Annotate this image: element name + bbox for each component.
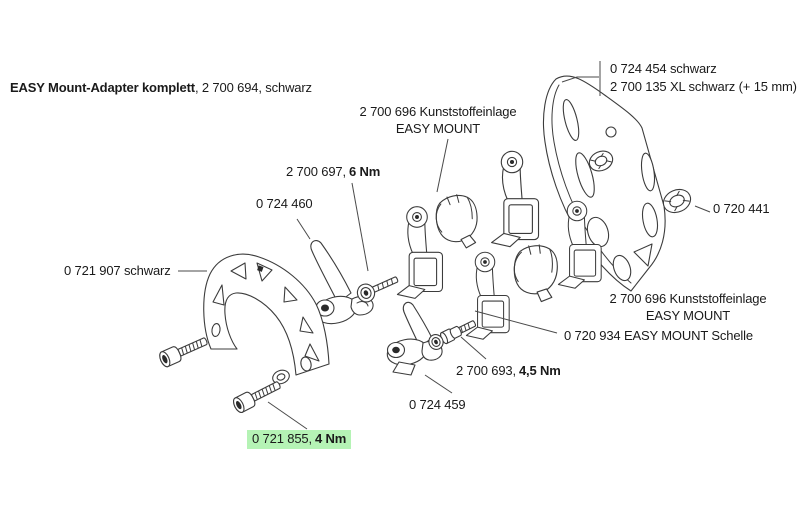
label-insert-top-line2: EASY MOUNT — [395, 121, 481, 136]
label-insert-top: 2 700 696 Kunststoffeinlage EASY MOUNT — [356, 103, 520, 137]
part-number: 2 700 697, — [286, 164, 346, 179]
bolt-0721855 — [230, 376, 284, 415]
part-number: 0 720 934 EASY MOUNT Schelle — [564, 328, 753, 343]
part-number: 2 700 693, — [456, 363, 516, 378]
label-0721907: 0 721 907 schwarz — [64, 263, 171, 279]
label-plate-line2: 2 700 135 XL schwarz (+ 15 mm) — [610, 79, 797, 94]
leader-plate — [561, 76, 599, 83]
leader-0724460 — [296, 218, 311, 240]
label-0721855-highlighted: 0 721 855,4 Nm — [247, 430, 352, 449]
label-2700693: 2 700 693,4,5 Nm — [456, 363, 561, 379]
part-number: 0 720 441 — [713, 201, 770, 216]
washer — [272, 369, 290, 385]
label-plate: 0 724 454 schwarz 2 700 135 XL schwarz (… — [610, 60, 797, 96]
leader-0720934 — [474, 310, 558, 334]
part-number: 0 724 459 — [409, 397, 466, 412]
torque-value: 6 Nm — [348, 164, 381, 179]
label-0720441: 0 720 441 — [713, 201, 770, 217]
plastic-insert-b — [513, 244, 558, 303]
label-0724459: 0 724 459 — [409, 397, 466, 413]
diagram-title: EASY Mount-Adapter komplett, 2 700 694, … — [10, 80, 312, 96]
label-0724460: 0 724 460 — [256, 196, 313, 212]
label-insert-right-line1: 2 700 696 Kunststoffeinlage — [609, 291, 767, 306]
label-0720934: 0 720 934 EASY MOUNT Schelle — [564, 328, 753, 344]
part-number: 0 721 855, — [252, 431, 312, 446]
label-insert-right: 2 700 696 Kunststoffeinlage EASY MOUNT — [608, 290, 768, 324]
label-insert-right-line2: EASY MOUNT — [645, 308, 731, 323]
easy-mount-clamp-a — [396, 206, 444, 299]
torque-value: 4 Nm — [314, 431, 347, 446]
plastic-insert-a — [432, 191, 482, 252]
leader-0724459 — [424, 374, 453, 394]
part-number: 0 721 907 schwarz — [64, 263, 171, 278]
leader-lines — [178, 61, 711, 430]
label-plate-line1: 0 724 454 schwarz — [610, 61, 717, 76]
label-insert-top-line1: 2 700 696 Kunststoffeinlage — [359, 104, 517, 119]
adapter-bracket-0721907 — [203, 253, 330, 376]
quick-release-lever-bottom — [386, 301, 443, 376]
label-2700697: 2 700 697,6 Nm — [286, 164, 380, 180]
ring-nut-small — [588, 150, 614, 172]
quick-release-lever-top — [310, 240, 374, 325]
torque-value: 4,5 Nm — [518, 363, 561, 378]
leader-2700697 — [351, 182, 369, 272]
title-part-number: , 2 700 694, schwarz — [194, 80, 312, 95]
ring-nut-0720441 — [662, 188, 692, 214]
bolt-long-left — [157, 332, 211, 369]
leader-2700693 — [460, 336, 487, 360]
leader-insert-top — [436, 138, 449, 193]
mounting-plate — [542, 75, 666, 292]
leader-0721855 — [267, 401, 308, 430]
bolt-2700697 — [356, 276, 399, 303]
easy-mount-clamp-b — [491, 150, 540, 248]
bolt-2700693 — [428, 320, 476, 350]
title-part-name: EASY Mount-Adapter komplett — [10, 80, 195, 95]
leader-0720441 — [694, 205, 711, 213]
part-number: 0 724 460 — [256, 196, 313, 211]
